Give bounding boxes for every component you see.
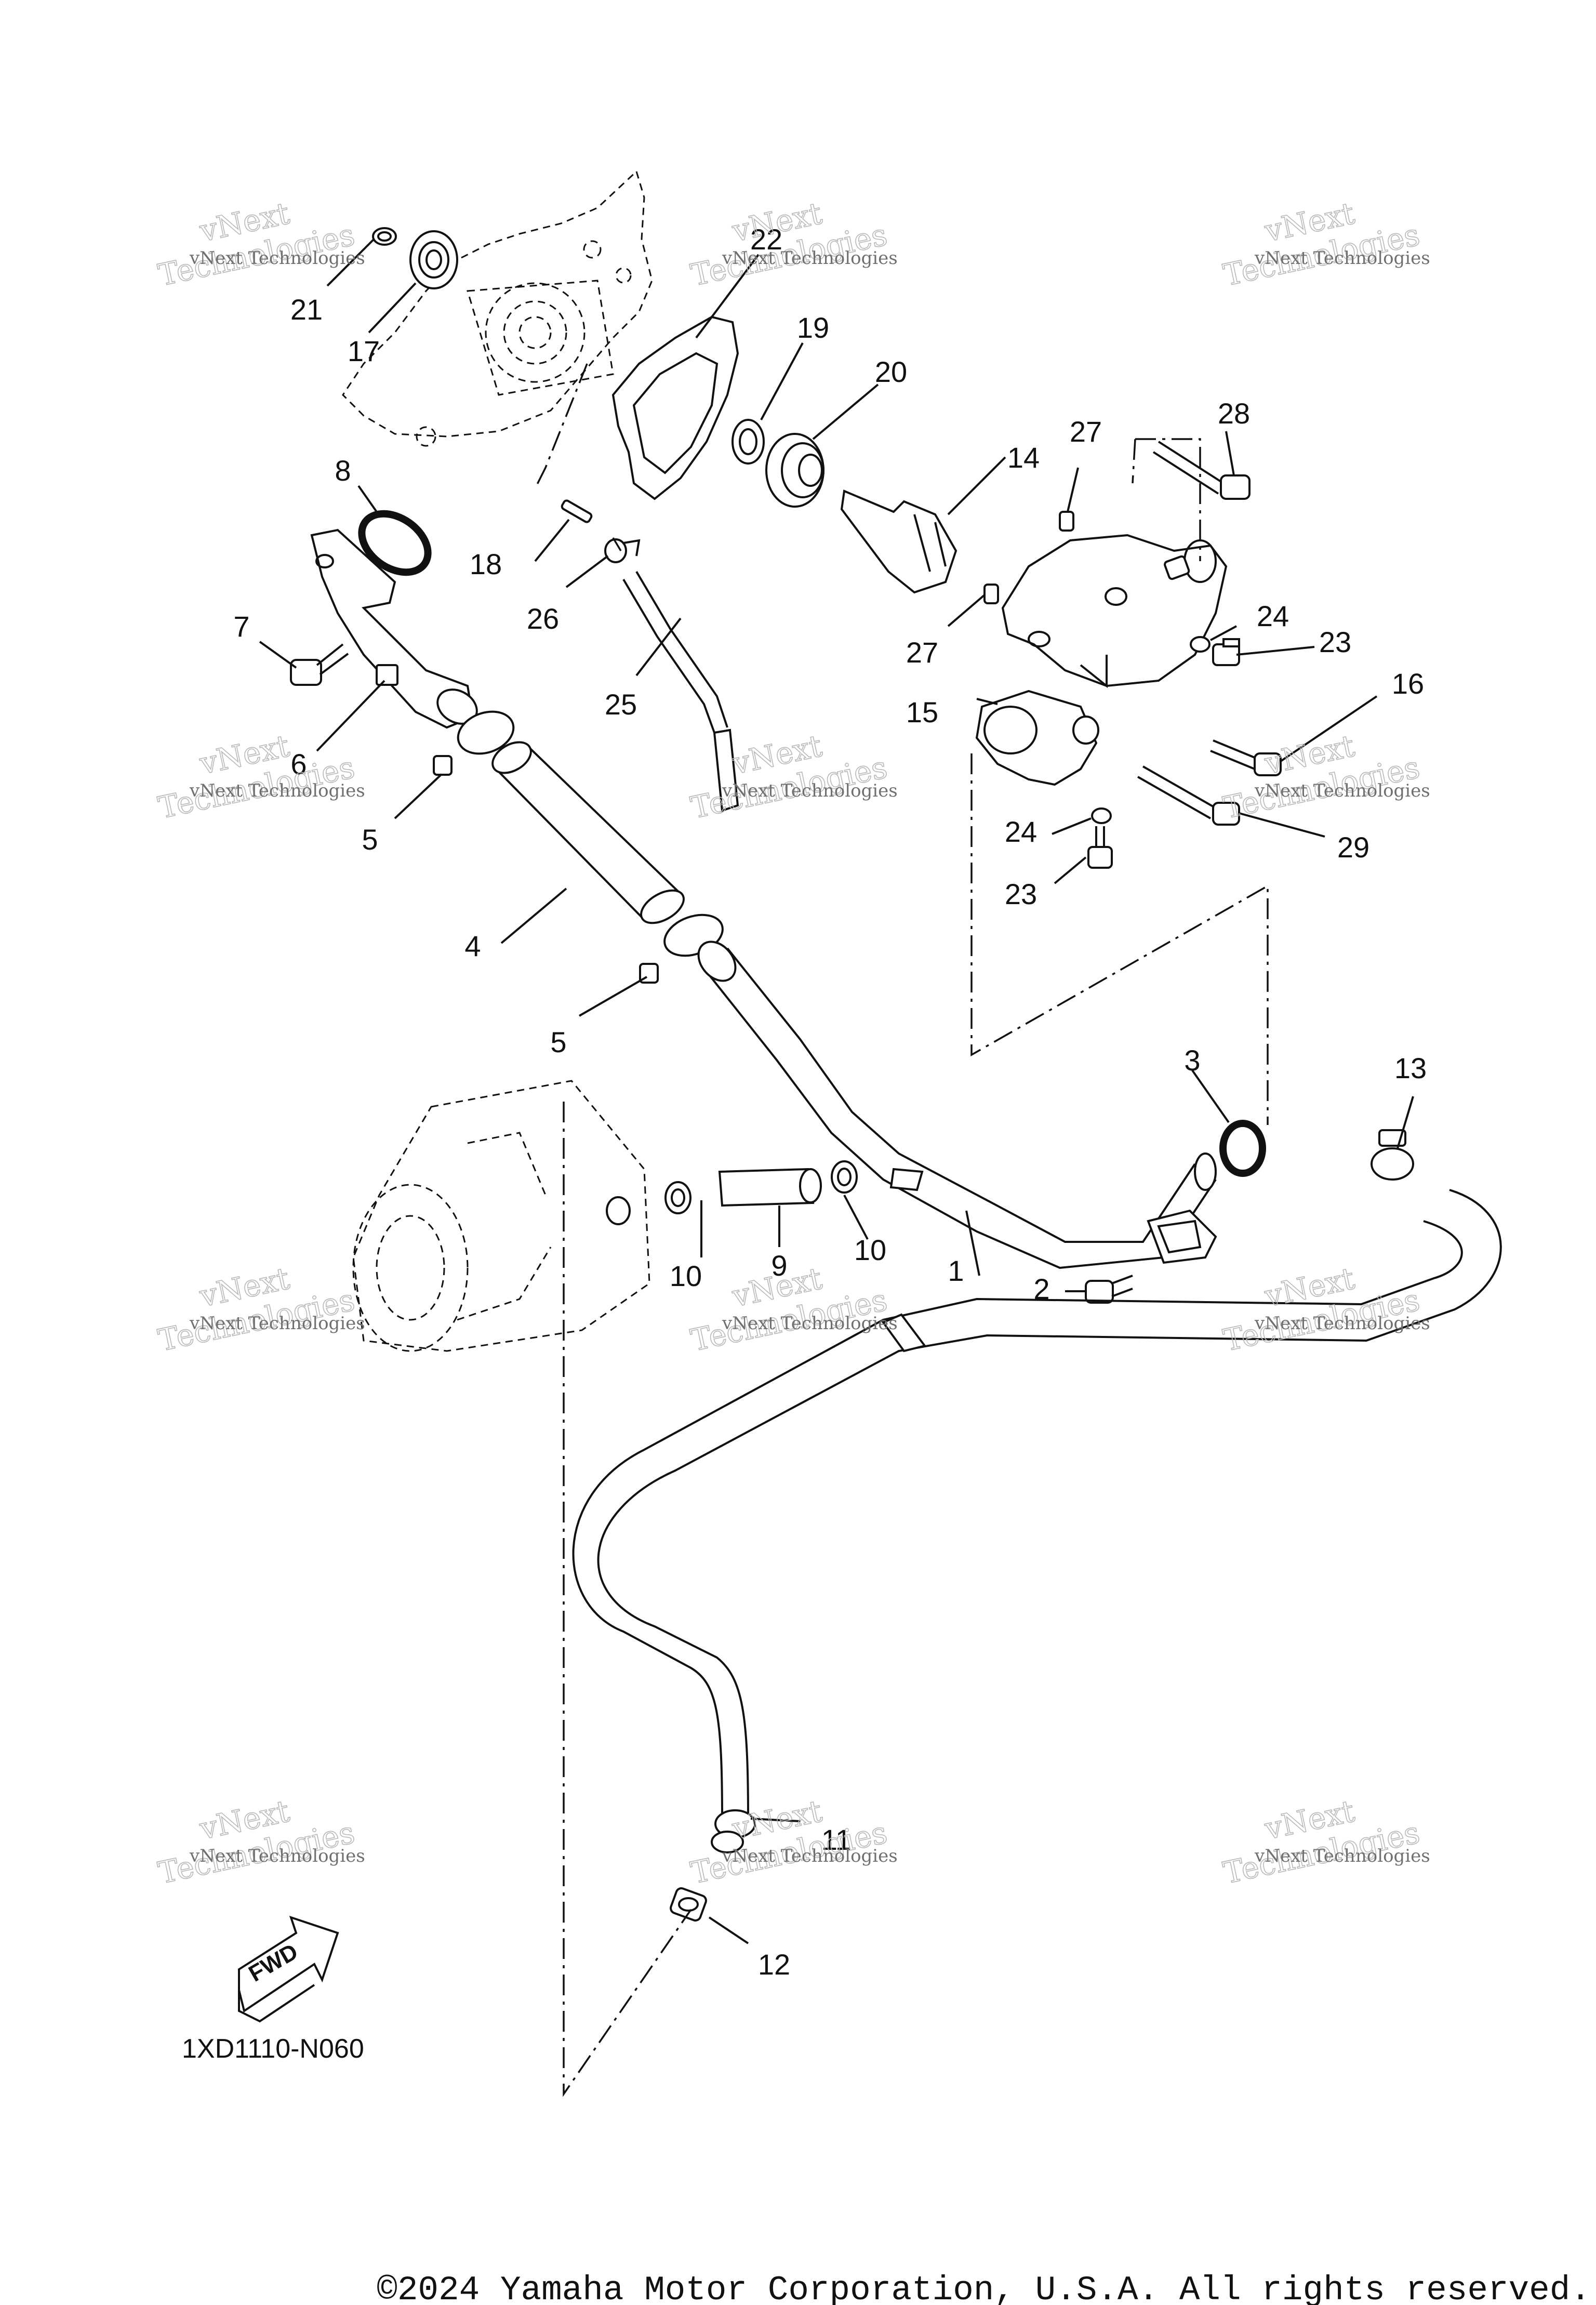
bolt-part-23-a — [1212, 638, 1240, 666]
oil-filter — [352, 1080, 650, 1352]
callout-19: 19 — [797, 311, 829, 344]
watermark: vNext Technologies vNext Technologies — [155, 1793, 365, 1891]
clamp-part-10-a — [664, 1181, 691, 1214]
svg-text:vNext Technologies: vNext Technologies — [722, 1846, 898, 1866]
hose-part-4 — [491, 741, 685, 924]
leader-lines — [259, 238, 1414, 1944]
callout-6: 6 — [290, 748, 307, 780]
bearing-part-17 — [409, 230, 458, 289]
callout-7: 7 — [233, 610, 249, 643]
svg-text:vNext Technologies: vNext Technologies — [1254, 780, 1430, 801]
clamp-part-10-b — [831, 1160, 858, 1194]
svg-text:vNext Technologies: vNext Technologies — [189, 248, 365, 269]
mechanical-seal-part-20 — [765, 433, 824, 508]
water-pipe-part-1 — [697, 940, 1217, 1269]
watermark: vNext Technologies vNext Technologies — [1220, 1260, 1430, 1358]
callout-24-right: 24 — [1257, 600, 1289, 632]
hose-part-25 — [622, 571, 739, 812]
copyright-notice: ©2024 Yamaha Motor Corporation, U.S.A. A… — [377, 2271, 1591, 2305]
svg-text:vNext Technologies: vNext Technologies — [1254, 1313, 1430, 1334]
callout-17: 17 — [348, 335, 380, 367]
oil-seal-part-19 — [732, 419, 765, 465]
o-ring-part-8 — [358, 510, 432, 576]
callout-3: 3 — [1184, 1044, 1200, 1077]
callout-11: 11 — [821, 1823, 852, 1856]
clamp-part-5-upper — [433, 710, 515, 776]
watermark: vNext Technologies vNext Technologies — [687, 195, 898, 293]
callout-29: 29 — [1337, 831, 1369, 864]
watermark: vNext Technologies vNext Technologies — [1220, 195, 1430, 293]
callout-27-top: 27 — [1070, 415, 1102, 448]
callout-25: 25 — [605, 688, 637, 721]
watermark: vNext Technologies vNext Technologies — [155, 727, 365, 826]
callout-27-mid: 27 — [906, 636, 938, 669]
watermark: vNext Technologies vNext Technologies — [1220, 727, 1430, 826]
clamp-part-26 — [604, 538, 641, 563]
nut-part-6 — [376, 664, 398, 686]
water-pump-housing — [1001, 534, 1228, 688]
callout-20: 20 — [875, 355, 907, 388]
svg-text:vNext Technologies: vNext Technologies — [722, 780, 898, 801]
callout-16: 16 — [1392, 667, 1424, 700]
pump-outlet-part-15 — [975, 690, 1099, 786]
callout-28: 28 — [1218, 397, 1250, 430]
callout-21: 21 — [290, 293, 323, 326]
callout-23-lower: 23 — [1005, 878, 1037, 910]
callout-12: 12 — [758, 1948, 790, 1981]
washer-part-24-b — [1091, 807, 1112, 824]
dowel-pin-part-27-b — [983, 584, 999, 604]
svg-text:vNext Technologies: vNext Technologies — [189, 1313, 365, 1334]
plug-part-12 — [670, 1887, 707, 1922]
callout-1: 1 — [948, 1254, 964, 1287]
bolt-part-29 — [1137, 765, 1240, 826]
clamp-part-13 — [1371, 1129, 1414, 1181]
gasket-part-22 — [611, 315, 739, 500]
watermark: vNext Technologies vNext Technologies — [1220, 1793, 1430, 1891]
engine-case-cover — [342, 170, 653, 447]
hose-part-9 — [718, 1168, 822, 1207]
callout-4: 4 — [464, 930, 481, 962]
callout-26: 26 — [527, 602, 559, 635]
svg-text:vNext Technologies: vNext Technologies — [1254, 1846, 1430, 1866]
watermark: vNext Technologies vNext Technologies — [155, 1260, 365, 1358]
dowel-pin-part-27-a — [1059, 511, 1074, 532]
reference-lines — [534, 363, 1269, 2097]
callout-10-left: 10 — [670, 1260, 702, 1292]
impeller-part-14 — [840, 489, 957, 594]
callout-9: 9 — [771, 1249, 787, 1282]
callout-13: 13 — [1394, 1052, 1427, 1084]
bolt-part-16 — [1210, 739, 1282, 776]
long-hose-part-11 — [572, 1189, 1502, 1853]
bolt-part-23-b — [1087, 826, 1113, 869]
callout-18: 18 — [470, 548, 502, 580]
callout-8: 8 — [335, 454, 351, 487]
svg-text:vNext Technologies: vNext Technologies — [722, 248, 898, 269]
o-ring-part-3 — [1219, 1120, 1266, 1177]
callout-24-lower: 24 — [1005, 815, 1037, 848]
callout-15: 15 — [906, 696, 938, 728]
callout-5-lower: 5 — [550, 1026, 566, 1058]
fwd-arrow-icon: FWD — [238, 1915, 339, 2023]
callout-10-right: 10 — [854, 1234, 886, 1266]
callout-labels: 1 2 3 4 5 5 6 7 8 9 10 10 11 12 13 14 15… — [233, 223, 1427, 1981]
bolt-part-7 — [290, 643, 349, 686]
bolt-part-28 — [1152, 441, 1251, 500]
washer-part-24-a — [1190, 636, 1211, 653]
circlip-part-21 — [372, 227, 397, 246]
callout-5-upper: 5 — [362, 823, 378, 856]
pin-part-18 — [561, 499, 593, 523]
bolt-part-2 — [1085, 1275, 1133, 1304]
watermark: vNext Technologies vNext Technologies — [687, 1260, 898, 1358]
svg-text:vNext Technologies: vNext Technologies — [189, 780, 365, 801]
svg-text:vNext Technologies: vNext Technologies — [189, 1846, 365, 1866]
callout-23-right: 23 — [1319, 626, 1351, 658]
callout-14: 14 — [1007, 441, 1040, 474]
callout-2: 2 — [1033, 1273, 1049, 1305]
svg-text:vNext Technologies: vNext Technologies — [722, 1313, 898, 1334]
diagram-code: 1XD1110-N060 — [182, 2034, 364, 2064]
joint-pipe — [310, 528, 478, 729]
callout-22: 22 — [750, 223, 782, 256]
svg-text:vNext Technologies: vNext Technologies — [1254, 248, 1430, 269]
